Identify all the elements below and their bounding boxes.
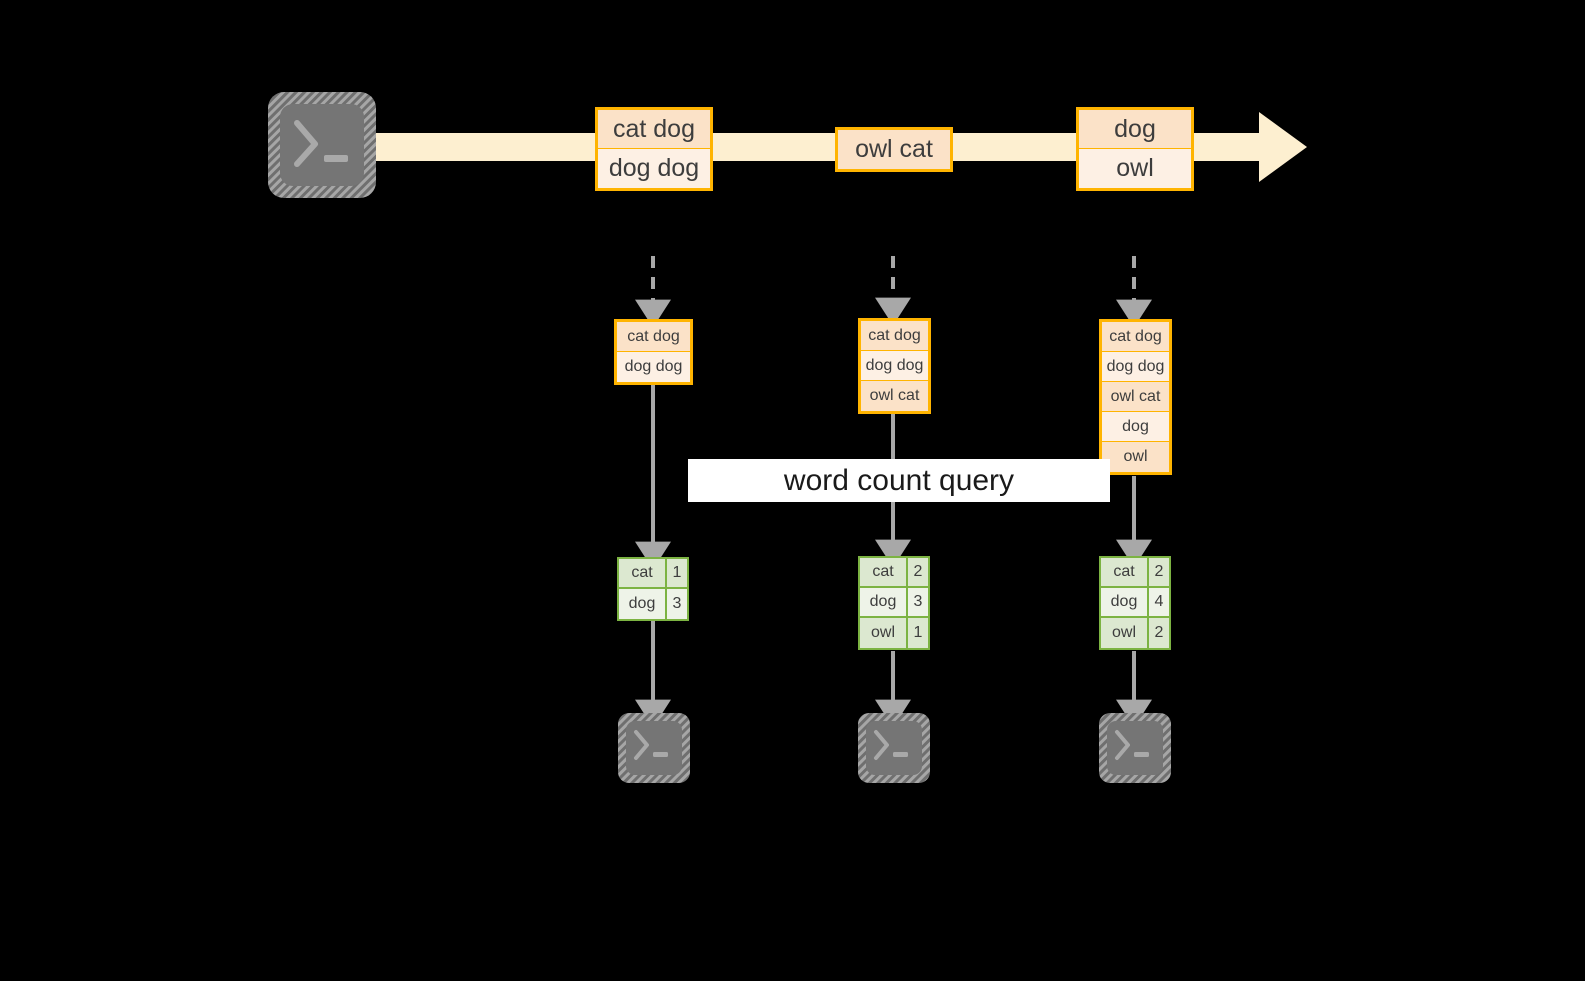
state-line: dog dog	[1102, 352, 1169, 382]
table-cell-word: owl	[860, 618, 908, 648]
table-row: dog 3	[619, 589, 687, 619]
state-box-column-2[interactable]: cat dog dog dog owl cat	[858, 318, 931, 414]
query-band-label: word count query	[783, 463, 1015, 497]
state-line: cat dog	[861, 321, 928, 351]
stream-event-box-3[interactable]: dog owl	[1076, 107, 1194, 191]
result-table-column-1[interactable]: cat 1 dog 3	[617, 557, 689, 621]
state-line: cat dog	[1102, 322, 1169, 352]
result-table-column-3[interactable]: cat 2 dog 4 owl 2	[1099, 556, 1171, 650]
terminal-icon-sink-1	[618, 713, 690, 783]
table-cell-word: dog	[860, 588, 908, 616]
stream-event-box-2[interactable]: owl cat	[835, 127, 953, 172]
table-cell-count: 3	[667, 589, 687, 619]
table-cell-count: 2	[1149, 618, 1169, 648]
state-line: owl	[1102, 442, 1169, 472]
table-cell-word: cat	[619, 559, 667, 587]
stream-event-line: dog	[1079, 110, 1191, 149]
stream-event-line: dog dog	[598, 149, 710, 188]
stream-event-line: cat dog	[598, 110, 710, 149]
table-row: cat 1	[619, 559, 687, 589]
stream-event-line: owl	[1079, 149, 1191, 188]
state-box-column-3[interactable]: cat dog dog dog owl cat dog owl	[1099, 319, 1172, 475]
table-row: dog 3	[860, 588, 928, 618]
state-line: dog	[1102, 412, 1169, 442]
table-row: owl 2	[1101, 618, 1169, 648]
dashed-down-arrow-icon-group	[635, 256, 1152, 328]
table-cell-count: 2	[1149, 558, 1169, 586]
state-line: owl cat	[861, 381, 928, 411]
table-cell-word: cat	[860, 558, 908, 586]
terminal-icon-source	[268, 92, 376, 198]
table-cell-word: dog	[1101, 588, 1149, 616]
table-cell-count: 1	[667, 559, 687, 587]
state-line: dog dog	[617, 352, 690, 382]
stream-event-line: owl cat	[838, 130, 950, 169]
table-cell-count: 2	[908, 558, 928, 586]
result-to-sink-arrow-group	[635, 621, 1152, 728]
stream-event-box-1[interactable]: cat dog dog dog	[595, 107, 713, 191]
terminal-icon-sink-2	[858, 713, 930, 783]
table-cell-word: owl	[1101, 618, 1149, 648]
table-row: dog 4	[1101, 588, 1169, 618]
table-cell-count: 3	[908, 588, 928, 616]
query-band: word count query	[688, 459, 1110, 502]
state-box-column-1[interactable]: cat dog dog dog	[614, 319, 693, 385]
table-cell-word: cat	[1101, 558, 1149, 586]
table-row: owl 1	[860, 618, 928, 648]
state-line: cat dog	[617, 322, 690, 352]
table-cell-count: 1	[908, 618, 928, 648]
state-line: dog dog	[861, 351, 928, 381]
table-row: cat 2	[1101, 558, 1169, 588]
state-line: owl cat	[1102, 382, 1169, 412]
table-cell-word: dog	[619, 589, 667, 619]
table-row: cat 2	[860, 558, 928, 588]
terminal-icon-sink-3	[1099, 713, 1171, 783]
result-table-column-2[interactable]: cat 2 dog 3 owl 1	[858, 556, 930, 650]
table-cell-count: 4	[1149, 588, 1169, 616]
